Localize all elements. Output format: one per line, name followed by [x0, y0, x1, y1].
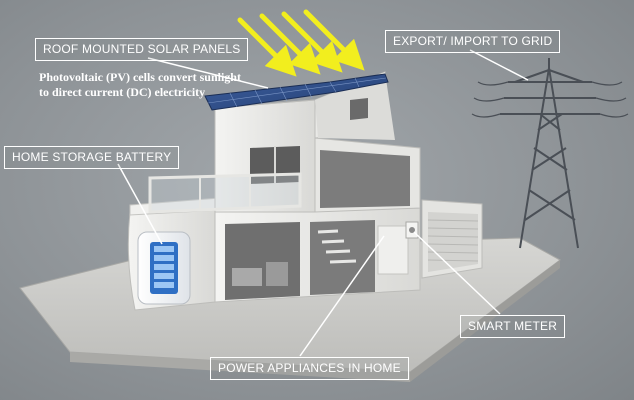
roof-panels-callout: ROOF MOUNTED SOLAR PANELS — [35, 38, 249, 61]
battery-callout: HOME STORAGE BATTERY — [4, 146, 180, 169]
meter-icon — [405, 221, 419, 239]
utility-cabinet — [377, 225, 409, 275]
power-pylon-icon — [471, 58, 629, 249]
garage — [421, 199, 483, 279]
arrow-down-right-icon — [237, 9, 365, 77]
battery-icon — [137, 231, 191, 305]
house-upper-floor — [148, 99, 421, 214]
smart-meter-callout: SMART METER — [460, 315, 566, 338]
pv-description: Photovoltaic (PV) cells convert sunlight… — [39, 70, 241, 100]
house-roof — [204, 71, 395, 140]
grid-callout: EXPORT/ IMPORT TO GRID — [385, 30, 561, 53]
leader-lines — [117, 49, 529, 357]
appliances-callout: POWER APPLIANCES IN HOME — [210, 357, 409, 380]
pv-description-line-2: to direct current (DC) electricity — [39, 85, 206, 99]
house-ground-floor — [214, 207, 421, 303]
pv-description-line-1: Photovoltaic (PV) cells convert sunlight — [39, 70, 241, 84]
